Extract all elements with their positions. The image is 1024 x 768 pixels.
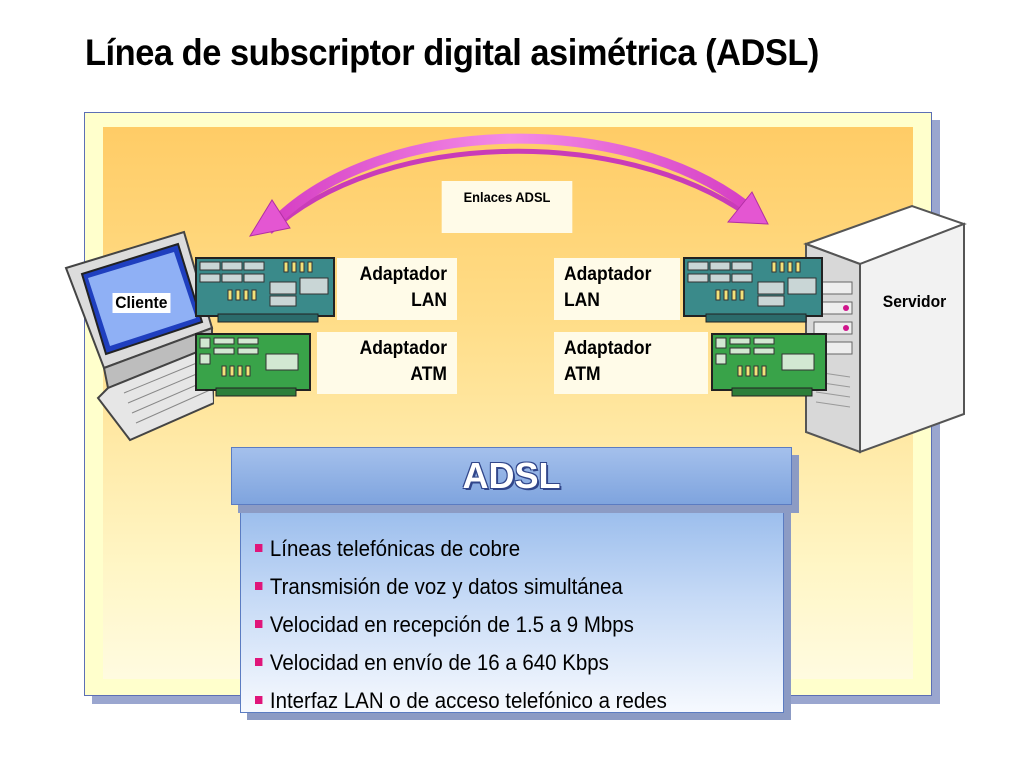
list-item: Interfaz LAN o de acceso telefónico a re…: [255, 682, 746, 720]
right-lan-line1: Adaptador: [564, 264, 652, 285]
list-item: Velocidad en recepción de 1.5 a 9 Mbps: [255, 606, 746, 644]
adsl-arrow-lower: [268, 148, 750, 234]
bullet-square-icon: [255, 658, 263, 667]
adsl-header: ADSL: [231, 447, 792, 505]
right-lan-adapter-label: Adaptador LAN: [554, 258, 680, 320]
left-atm-line2: ATM: [410, 364, 447, 385]
lan-card-icon: [195, 257, 335, 323]
atm-card-icon: [195, 333, 311, 397]
right-atm-line2: ATM: [564, 364, 601, 385]
adsl-bullets-panel: Líneas telefónicas de cobre Transmisión …: [240, 505, 784, 713]
right-atm-adapter-label: Adaptador ATM: [554, 332, 708, 394]
lan-card-icon: [683, 257, 823, 323]
adsl-arrowhead-left: [248, 199, 291, 237]
list-item: Líneas telefónicas de cobre: [255, 530, 746, 568]
adsl-links-label: Enlaces ADSL: [441, 181, 573, 233]
left-lan-adapter-label: Adaptador LAN: [337, 258, 457, 320]
left-atm-adapter-label: Adaptador ATM: [317, 332, 457, 394]
atm-card-icon: [711, 333, 827, 397]
right-lan-line2: LAN: [564, 290, 600, 311]
adsl-arrow-upper: [271, 133, 749, 226]
list-item: Velocidad en envío de 16 a 640 Kbps: [255, 644, 746, 682]
slide-title: Línea de subscriptor digital asimétrica …: [85, 32, 819, 73]
bullet-square-icon: [255, 620, 263, 629]
left-lan-line2: LAN: [411, 290, 447, 311]
bullet-square-icon: [255, 696, 263, 705]
left-lan-line1: Adaptador: [359, 264, 447, 285]
list-item: Transmisión de voz y datos simultánea: [255, 568, 746, 606]
left-atm-line1: Adaptador: [359, 338, 447, 359]
server-label: Servidor: [882, 292, 947, 311]
client-label: Cliente: [112, 293, 171, 313]
bullet-square-icon: [255, 582, 263, 591]
bullet-square-icon: [255, 544, 263, 553]
right-atm-line1: Adaptador: [564, 338, 652, 359]
adsl-arrowhead-right: [726, 191, 769, 225]
